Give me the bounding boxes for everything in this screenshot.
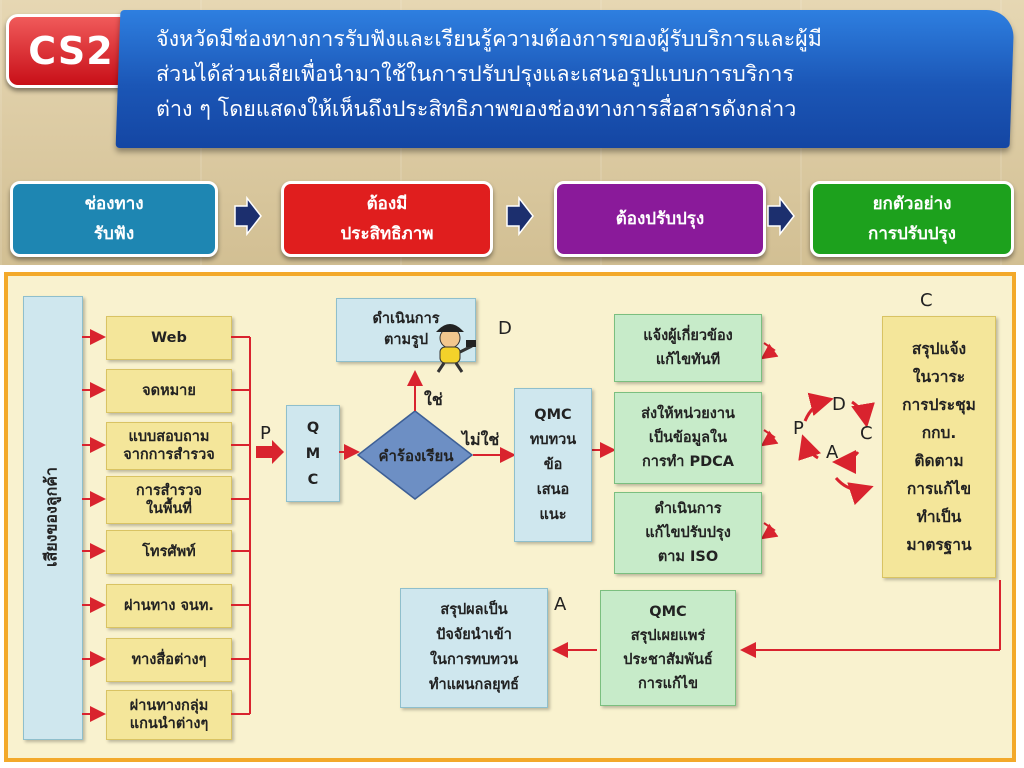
arrow-right-icon xyxy=(234,196,262,236)
customer-voice-box xyxy=(23,296,83,740)
flow-box-improve: ต้องปรับปรุง xyxy=(554,181,766,257)
yes-label: ใช่ xyxy=(424,390,443,409)
a-label: A xyxy=(554,594,567,615)
action-box: แจ้งผู้เกี่ยวข้อง แก้ไขทันที xyxy=(614,314,762,382)
pdca-c-label: C xyxy=(860,423,873,444)
channel-box: Web xyxy=(106,316,232,360)
header-line: ต่าง ๆ โดยแสดงให้เห็นถึงประสิทธิภาพของช่… xyxy=(156,97,797,122)
summary-box: สรุปแจ้ง ในวาระ การประชุม กกบ. ติดตาม กา… xyxy=(882,316,996,578)
arrow-right-icon xyxy=(767,196,795,236)
do-box: ดำเนินการ ตามรูป xyxy=(336,298,476,362)
arrow-right-icon xyxy=(506,196,534,236)
channel-box: โทรศัพท์ xyxy=(106,530,232,574)
channel-box: ผ่านทาง จนท. xyxy=(106,584,232,628)
p-label: P xyxy=(260,423,271,444)
qmc-publish-box: QMC สรุปเผยแพร่ ประชาสัมพันธ์ การแก้ไข xyxy=(600,590,736,706)
channel-box: ทางสื่อต่างๆ xyxy=(106,638,232,682)
qmc-review-box: QMC ทบทวน ข้อ เสนอ แนะ xyxy=(514,388,592,542)
qmc-box: Q M C xyxy=(286,405,340,502)
d-label: D xyxy=(498,318,512,339)
flow-box-example: ยกตัวอย่าง การปรับปรุง xyxy=(810,181,1014,257)
channel-box: จดหมาย xyxy=(106,369,232,413)
cs2-badge: CS2 xyxy=(6,14,136,88)
header-line: ส่วนได้ส่วนเสียเพื่อนำมาใช้ในการปรับปรุง… xyxy=(156,62,795,87)
channel-box: ผ่านทางกลุ่ม แกนนำต่างๆ xyxy=(106,690,232,740)
action-box: ส่งให้หน่วยงาน เป็นข้อมูลใน การทำ PDCA xyxy=(614,392,762,484)
c-label: C xyxy=(920,290,933,311)
channel-box: แบบสอบถาม จากการสำรวจ xyxy=(106,422,232,470)
header-line: จังหวัดมีช่องทางการรับฟังและเรียนรู้ความ… xyxy=(156,27,822,52)
decision-label: คำร้องเรียน xyxy=(378,447,454,465)
pdca-p-label: P xyxy=(793,418,804,439)
action-box: ดำเนินการ แก้ไขปรับปรุง ตาม ISO xyxy=(614,492,762,574)
no-label: ไม่ใช่ xyxy=(462,430,500,449)
flow-box-listen-channel: ช่องทาง รับฟัง xyxy=(10,181,218,257)
pdca-d-label: D xyxy=(832,394,846,415)
channel-box: การสำรวจ ในพื้นที่ xyxy=(106,476,232,524)
flow-box-efficiency: ต้องมี ประสิทธิภาพ xyxy=(281,181,493,257)
header-text: จังหวัดมีช่องทางการรับฟังและเรียนรู้ความ… xyxy=(156,22,996,127)
pdca-a-label: A xyxy=(826,442,839,463)
final-summary-box: สรุปผลเป็น ปัจจัยนำเข้า ในการทบทวน ทำแผน… xyxy=(400,588,548,708)
